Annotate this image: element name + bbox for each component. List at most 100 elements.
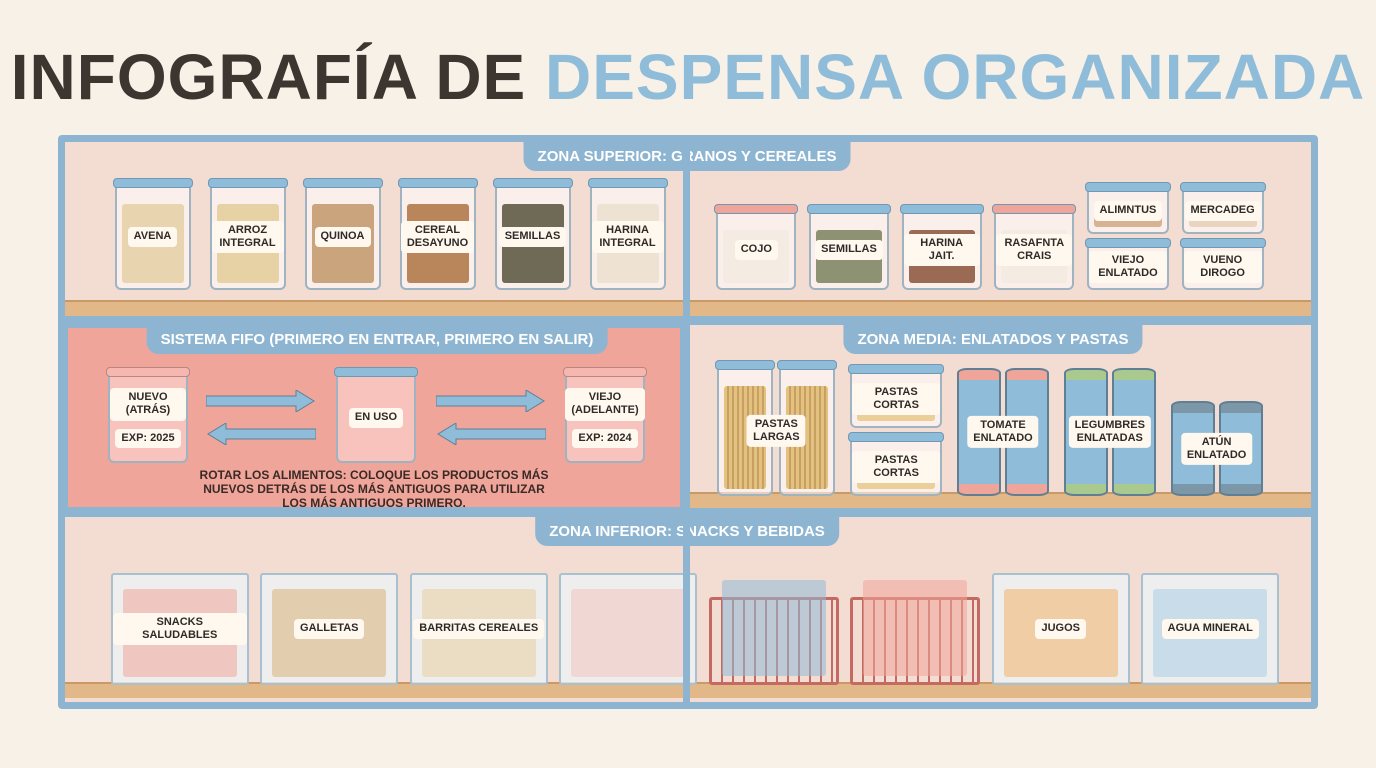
bin-contents xyxy=(863,580,968,676)
wood-plank xyxy=(690,300,1311,316)
jar-label: COJO xyxy=(734,240,778,260)
top-right-shelf: COJO SEMILLAS HARINA JAIT. RASAFNTA CRAIS AL… xyxy=(700,142,1280,302)
can-group: LEGUMBRES ENLATADAS xyxy=(1063,368,1156,496)
lid xyxy=(899,204,984,214)
fifo-new-label: NUEVO (ATRÁS) xyxy=(110,388,186,421)
lid xyxy=(397,178,478,188)
lid xyxy=(587,178,668,188)
shelf-divider xyxy=(65,508,1311,517)
storage-jar: RASAFNTA CRAIS xyxy=(992,204,1077,290)
storage-jar: HARINA JAIT. xyxy=(899,204,984,290)
storage-jar: SEMILLAS xyxy=(492,178,573,290)
middle-right-shelf: PASTAS LARGAS PASTAS CORTAS PASTAS CORTAS T… xyxy=(700,325,1280,508)
arrow-right-icon xyxy=(206,390,315,412)
storage-jar: ALIMNTUS xyxy=(1084,182,1171,234)
fifo-old-container: VIEJO (ADELANTE) EXP: 2024 xyxy=(563,367,647,463)
jar-label: SEMILLAS xyxy=(815,240,883,260)
bin-label: SNACKS SALUDABLES xyxy=(112,612,247,646)
jar-label: PASTAS CORTAS xyxy=(852,382,941,416)
lid xyxy=(715,360,776,370)
vertical-divider xyxy=(683,517,690,702)
lid xyxy=(563,367,647,377)
wood-plank xyxy=(65,300,683,316)
jar-label: SEMILLAS xyxy=(498,227,567,247)
bin-contents xyxy=(571,589,686,677)
jar-stack: MERCADEG VUENO DIROGO xyxy=(1179,182,1266,290)
arrow-left-icon xyxy=(437,423,546,445)
lid xyxy=(334,367,418,377)
storage-bin: SNACKS SALUDABLES xyxy=(110,573,249,685)
long-pasta-label: PASTAS LARGAS xyxy=(746,414,806,448)
jar-label: MERCADEG xyxy=(1184,201,1261,221)
lid xyxy=(492,178,573,188)
storage-jar: COJO xyxy=(714,204,799,290)
jar-label: HARINA JAIT. xyxy=(903,233,980,267)
pantry-shelf-frame: AVENA ARROZ INTEGRAL QUINOA CEREAL DESAYUNO… xyxy=(58,135,1318,709)
short-pasta-jar: PASTAS CORTAS xyxy=(848,364,945,428)
storage-bin: GALLETAS xyxy=(260,573,399,685)
bin-label: GALLETAS xyxy=(294,619,365,639)
jar-label: ARROZ INTEGRAL xyxy=(211,220,284,254)
fifo-zone-label: SISTEMA FIFO (PRIMERO EN ENTRAR, PRIMERO… xyxy=(146,325,608,354)
storage-jar: CEREAL DESAYUNO xyxy=(397,178,478,290)
jar-label: RASAFNTA CRAIS xyxy=(996,233,1073,267)
lid xyxy=(848,432,945,442)
arrow-right-icon xyxy=(436,390,545,412)
lid xyxy=(1179,238,1266,248)
fifo-old-exp: EXP: 2024 xyxy=(572,428,638,448)
long-pasta-group: PASTAS LARGAS xyxy=(715,360,838,496)
arrow-left-icon xyxy=(207,423,316,445)
jar-label: AVENA xyxy=(127,227,178,247)
jar-stack: ALIMNTUS VIEJO ENLATADO xyxy=(1084,182,1171,290)
lid xyxy=(302,178,383,188)
lid xyxy=(714,204,799,214)
jar-label: HARINA INTEGRAL xyxy=(591,220,664,254)
storage-jar: HARINA INTEGRAL xyxy=(587,178,668,290)
storage-jar: AVENA xyxy=(112,178,193,290)
wood-plank xyxy=(690,492,1311,508)
lid xyxy=(1084,238,1171,248)
can-label: ATÚN ENLATADO xyxy=(1180,432,1253,465)
jar-label: PASTAS CORTAS xyxy=(852,450,941,484)
can-group: ATÚN ENLATADO xyxy=(1170,401,1263,496)
wire-basket xyxy=(708,580,839,685)
jar-label: QUINOA xyxy=(314,227,371,247)
middle-zone-label: ZONA MEDIA: ENLATADOS Y PASTAS xyxy=(843,325,1143,354)
vertical-divider xyxy=(683,142,690,316)
storage-jar: ARROZ INTEGRAL xyxy=(207,178,288,290)
fifo-panel: SISTEMA FIFO (PRIMERO EN ENTRAR, PRIMERO… xyxy=(65,325,683,510)
short-pasta-jar: PASTAS CORTAS xyxy=(848,432,945,496)
fifo-in-use-container: EN USO xyxy=(334,367,418,463)
storage-jar: SEMILLAS xyxy=(806,204,891,290)
pasta-jar xyxy=(777,360,838,496)
page-title: INFOGRAFÍA DE DESPENSA ORGANIZADA xyxy=(0,40,1376,114)
jar-label: VUENO DIROGO xyxy=(1183,250,1262,284)
title-part-2: DESPENSA ORGANIZADA xyxy=(545,41,1366,113)
jar-label: ALIMNTUS xyxy=(1093,201,1163,221)
storage-jar: QUINOA xyxy=(302,178,383,290)
bin-label: BARRITAS CEREALES xyxy=(413,619,545,639)
shelf-divider xyxy=(65,316,1311,325)
fifo-new-container: NUEVO (ATRÁS) EXP: 2025 xyxy=(106,367,190,463)
lid xyxy=(1179,182,1266,192)
jar-label: VIEJO ENLATADO xyxy=(1088,250,1167,284)
fifo-new-exp: EXP: 2025 xyxy=(115,428,181,448)
can-label: TOMATE ENLATADO xyxy=(967,415,1039,449)
top-left-shelf: AVENA ARROZ INTEGRAL QUINOA CEREAL DESAYUNO… xyxy=(95,142,685,302)
short-pasta-stack: PASTAS CORTAS PASTAS CORTAS xyxy=(848,364,945,496)
storage-jar: VIEJO ENLATADO xyxy=(1084,238,1171,290)
lid xyxy=(806,204,891,214)
lid xyxy=(207,178,288,188)
lid xyxy=(848,364,945,374)
lid xyxy=(992,204,1077,214)
storage-bin: BARRITAS CEREALES xyxy=(409,573,548,685)
jar-label: CEREAL DESAYUNO xyxy=(400,220,475,254)
lid xyxy=(106,367,190,377)
bin-contents xyxy=(721,580,826,676)
fifo-old-label: VIEJO (ADELANTE) xyxy=(565,388,645,421)
storage-bin: AGUA MINERAL xyxy=(1141,573,1280,685)
fifo-note: ROTAR LOS ALIMENTOS: COLOQUE LOS PRODUCT… xyxy=(199,468,549,510)
lid xyxy=(777,360,838,370)
can-group: TOMATE ENLATADO xyxy=(956,368,1049,496)
storage-bin xyxy=(559,573,698,685)
